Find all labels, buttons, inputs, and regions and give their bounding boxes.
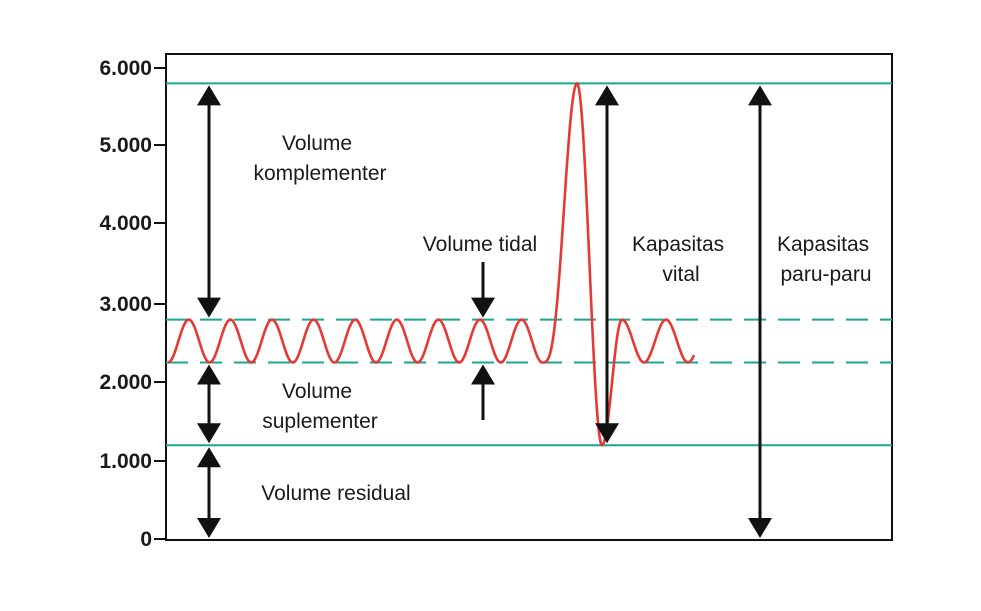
y-axis: 0 1.000 2.000 3.000 4.000 5.000 6.000 xyxy=(99,57,166,551)
y-tick-label: 3.000 xyxy=(99,293,152,316)
arrow-volume-komplementer-head-down xyxy=(197,297,221,318)
label-kapasitas-vital: Kapasitas vital xyxy=(632,233,730,286)
label-volume-komplementer-line2: komplementer xyxy=(253,162,386,185)
arrow-kapasitas-paru-head-up xyxy=(748,85,772,106)
reference-lines xyxy=(166,82,892,447)
plot-frame xyxy=(165,53,893,541)
y-tick-label: 5.000 xyxy=(99,134,152,157)
label-kapasitas-vital-line2: vital xyxy=(662,263,699,286)
arrow-volume-tidal-top-head xyxy=(471,297,495,318)
arrow-volume-residual-head-down xyxy=(197,518,221,538)
label-volume-suplementer-line1: Volume xyxy=(282,380,352,403)
breathing-curve xyxy=(167,82,696,447)
arrow-kapasitas-vital-head-up xyxy=(595,85,619,106)
arrow-volume-komplementer-head-up xyxy=(197,85,221,106)
label-kapasitas-paru-line2: paru-paru xyxy=(780,263,871,286)
label-volume-komplementer: Volume komplementer xyxy=(253,132,386,185)
y-tick-label: 0 xyxy=(140,528,152,551)
label-volume-komplementer-line1: Volume xyxy=(282,132,352,155)
label-volume-tidal-line1: Volume tidal xyxy=(423,233,537,256)
arrow-kapasitas-paru-head-down xyxy=(748,518,772,538)
arrow-layer xyxy=(197,85,772,538)
y-tick-label: 6.000 xyxy=(99,57,152,80)
label-volume-suplementer: Volume suplementer xyxy=(262,380,378,433)
label-volume-residual: Volume residual xyxy=(261,482,410,505)
arrow-kapasitas-vital-head-down xyxy=(595,423,619,444)
arrow-volume-residual-head-up xyxy=(197,447,221,468)
arrow-volume-suplementer-head-down xyxy=(197,423,221,444)
y-tick-label: 2.000 xyxy=(99,371,152,394)
label-kapasitas-paru-line1: Kapasitas xyxy=(777,233,869,256)
label-kapasitas-paru: Kapasitas paru-paru xyxy=(777,233,875,286)
y-tick-label: 1.000 xyxy=(99,450,152,473)
y-tick-label: 4.000 xyxy=(99,212,152,235)
label-volume-suplementer-line2: suplementer xyxy=(262,410,378,433)
label-volume-residual-line1: Volume residual xyxy=(261,482,410,505)
label-kapasitas-vital-line1: Kapasitas xyxy=(632,233,724,256)
arrow-volume-suplementer-head-up xyxy=(197,364,221,385)
arrow-volume-tidal-bottom-head xyxy=(471,364,495,385)
label-volume-tidal: Volume tidal xyxy=(423,233,537,256)
curve-layer xyxy=(167,82,696,447)
